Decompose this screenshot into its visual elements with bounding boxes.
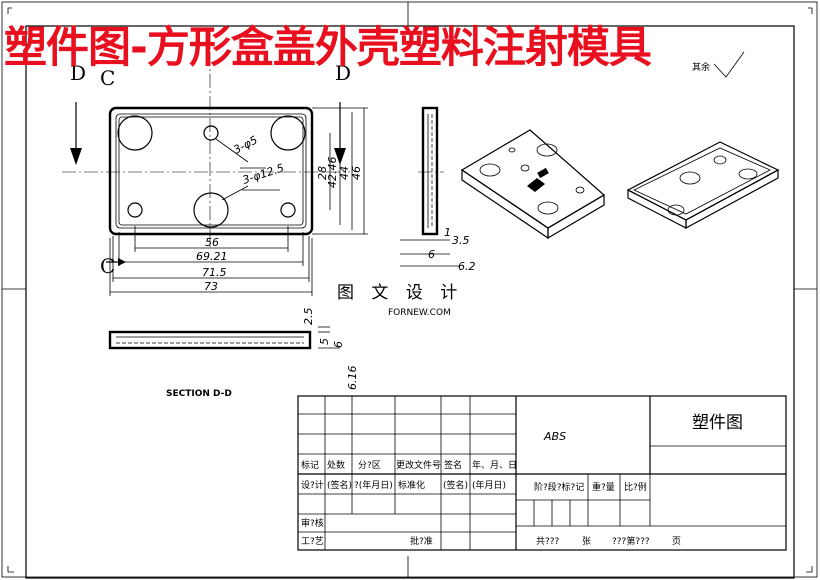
dim-section-5: 5 [318, 338, 331, 345]
material: ABS [543, 430, 566, 443]
tb-approve: 批?准 [410, 535, 433, 547]
roughness-symbol [713, 51, 745, 78]
hole-small [127, 202, 143, 218]
dim-56: 56 [205, 236, 219, 249]
isometric-view-bottom [460, 129, 606, 240]
dim-28: 28 [316, 166, 329, 180]
dim-73: 73 [204, 280, 218, 293]
tb-process: 工?艺 [301, 536, 324, 547]
tb-standard-sign: (签名) [443, 479, 468, 491]
section-view: 2.5 5 6 6.16 SECTION D-D [108, 308, 359, 399]
dim-71-5: 71.5 [202, 266, 227, 279]
dim-42-46: 42.46 [326, 157, 339, 189]
tb-weight: 重?量 [592, 481, 615, 493]
tb-header-mark: 标记 [301, 459, 319, 471]
dim-46: 46 [350, 166, 363, 180]
dim-hole-large: 3-φ12.5 [241, 161, 286, 187]
dim-section-6: 6 [332, 341, 345, 348]
tb-design-sign: (签名) [327, 479, 352, 491]
label-c-bottom: C [100, 254, 115, 278]
dim-side-1: 1 [444, 226, 451, 239]
dim-side-6: 6 [428, 248, 435, 261]
tb-review: 审?核 [301, 517, 324, 529]
dim-69-21: 69.21 [196, 250, 228, 263]
vertical-dimensions: 28 42.46 44 46 [312, 107, 368, 235]
hole-large [117, 115, 153, 151]
watermark-small: FORNEW.COM [388, 308, 451, 318]
isometric-view-top [626, 141, 780, 230]
drawing-frame [25, 25, 795, 579]
tb-sheet-total: 共??? [536, 536, 560, 547]
tb-standard: 标准化 [398, 479, 425, 491]
side-view: 1 3.5 6 6.2 [400, 106, 476, 273]
tb-standard-date: (年月日) [472, 479, 506, 491]
watermark: 图 文 设 计 [337, 283, 463, 303]
tb-design-date: ?(年月日) [354, 479, 393, 491]
tb-header-count: 处数 [327, 459, 345, 471]
hole-large [270, 115, 306, 151]
tb-stage: 阶?段?标?记 [534, 481, 584, 493]
horizontal-dimensions: 56 69.21 71.5 73 [109, 226, 313, 296]
tb-header-date: 年、月、日 [472, 459, 517, 471]
part-outline [108, 106, 314, 236]
dim-side-3-5: 3.5 [452, 234, 470, 247]
tb-scale: 比?例 [624, 481, 647, 493]
dim-44: 44 [338, 166, 351, 180]
label-d-right: D [335, 61, 351, 85]
hole-small [203, 125, 219, 141]
section-markers: D C D C [70, 61, 351, 278]
tb-header-doc: 更改文件号 [396, 459, 441, 471]
tb-design: 设?计 [301, 479, 324, 491]
hole-small [280, 202, 296, 218]
label-d-left: D [70, 61, 86, 85]
drawing-name: 塑件图 [692, 413, 743, 433]
roughness-label: 其余 [692, 61, 710, 73]
tb-sheet-no: ???第??? [612, 535, 650, 547]
dim-hole-small: 3-φ5 [231, 133, 259, 156]
tb-page-unit: 页 [672, 536, 681, 547]
dim-section-6-16: 6.16 [346, 366, 359, 391]
dim-side-6-2: 6.2 [458, 260, 476, 273]
tb-header-zone: 分?区 [358, 460, 381, 471]
label-c-top: C [100, 66, 115, 90]
banner-title: 塑件图-方形盒盖外壳塑料注射模具 [4, 23, 652, 73]
title-block: ABS 塑件图 标记 处数 分?区 更改文件号 签名 年、月、日 设?计 (签名… [297, 395, 787, 551]
hole-large [193, 192, 229, 228]
tb-sheet-unit: 张 [582, 536, 591, 547]
dim-section-2-5: 2.5 [302, 308, 315, 326]
section-label: SECTION D-D [166, 389, 232, 399]
tb-header-sign: 签名 [444, 459, 462, 471]
